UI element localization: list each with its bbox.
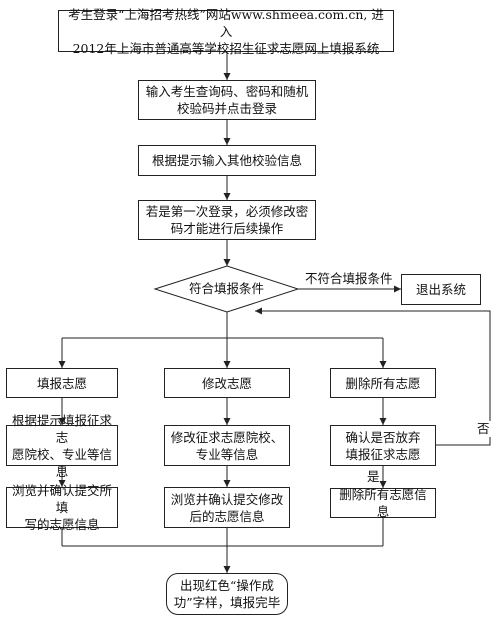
fill-volunteer-box: 填报志愿 [6,368,118,398]
exit-system-text: 退出系统 [415,282,466,297]
modify-volunteer-box: 修改志愿 [164,368,290,398]
fill-detail-box: 根据提示填报征求志 愿院校、专业等信息 [6,413,118,479]
verify-info-box: 根据提示输入其他校验信息 [138,145,316,176]
delete-all-box: 删除所有志愿 [330,368,436,398]
login-step-box: 考生登录“上海招考热线”网站www.shmeea.com.cn, 进入 2012… [58,7,394,56]
loop-confirm-no [255,307,491,446]
browse-submit-modify-text: 浏览并确认提交修改 后的志愿信息 [170,491,284,524]
browse-submit-modify-box: 浏览并确认提交修改 后的志愿信息 [164,487,290,528]
first-login-box: 若是第一次登录，必须修改密 码才能进行后续操作 [138,200,316,240]
browse-submit-fill-text: 浏览并确认提交所填 写的志愿信息 [11,483,112,532]
modify-detail-text: 修改征求志愿院校、 专业等信息 [170,429,284,462]
verify-info-text: 根据提示输入其他校验信息 [151,153,302,168]
delete-all-text: 删除所有志愿 [345,375,421,391]
success-text: 出现红色“操作成 功”字样，填报完毕 [173,578,281,610]
no-label: 否 [476,421,491,437]
first-login-text: 若是第一次登录，必须修改密 码才能进行后续操作 [145,204,309,236]
fill-detail-text: 根据提示填报征求志 愿院校、专业等信息 [11,412,112,479]
browse-submit-fill-box: 浏览并确认提交所填 写的志愿信息 [6,483,118,532]
modify-detail-box: 修改征求志愿院校、 专业等信息 [164,425,290,466]
exit-system-box: 退出系统 [401,274,481,305]
delete-all-info-text: 删除所有志愿信息 [339,487,427,519]
decision-diamond [153,265,300,313]
fill-volunteer-text: 填报志愿 [36,375,87,391]
confirm-abandon-text: 确认是否放弃 填报征求志愿 [345,429,421,462]
not-eligible-label: 不符合填报条件 [304,271,394,287]
modify-volunteer-text: 修改志愿 [201,375,252,391]
input-credentials-text: 输入考生查询码、密码和随机 校验码并点击登录 [145,84,309,116]
input-credentials-box: 输入考生查询码、密码和随机 校验码并点击登录 [138,80,316,120]
confirm-abandon-box: 确认是否放弃 填报征求志愿 [330,425,436,466]
decision-label: 符合填报条件 [189,281,265,296]
yes-label: 是 [367,469,380,484]
delete-all-info-box: 删除所有志愿信息 [330,487,436,519]
success-box: 出现红色“操作成 功”字样，填报完毕 [166,573,288,615]
login-step-text: 考生登录“上海招考热线”网站www.shmeea.com.cn, 进入 2012… [68,6,384,56]
